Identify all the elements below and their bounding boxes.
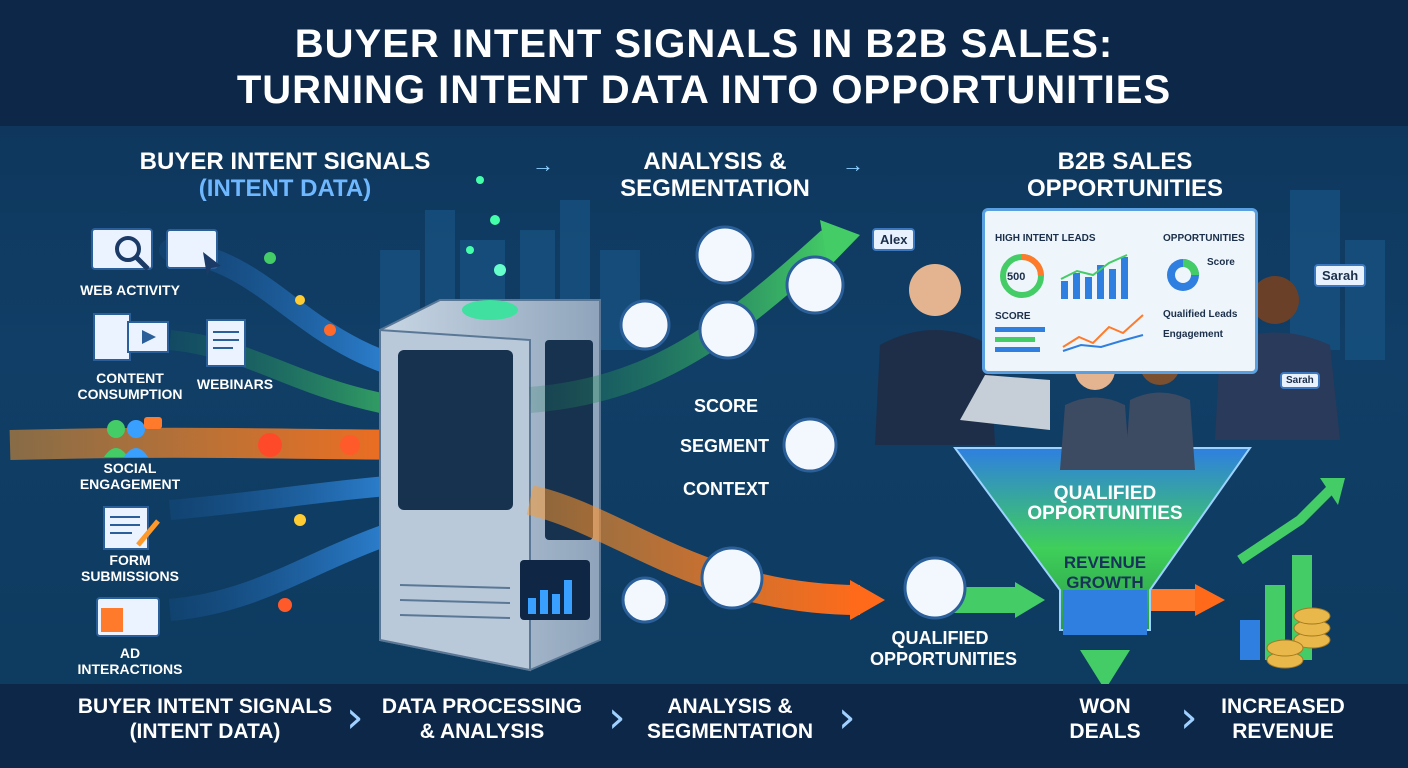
chevron-right-icon: › [1180,692,1198,743]
line-chart-icon [1062,314,1144,352]
sales-dashboard: HIGH INTENT LEADS OPPORTUNITIES 500 Scor… [982,208,1258,374]
opportunities-heading-line2: OPPORTUNITIES [1026,175,1224,202]
form-pen-icon [103,506,160,550]
source-label: CONTENT [96,370,164,386]
step-context: CONTEXT [683,479,770,499]
flow-step-line1: ANALYSIS & [667,695,793,718]
name-badge-sarah: Sarah [1280,372,1320,389]
qualified-opportunities-label: QUALIFIED OPPORTUNITIES [870,628,1018,670]
ad-megaphone-icon [96,597,160,637]
flow-step-line1: WON [1079,695,1131,718]
qualified-leads-label: Qualified Leads [1163,309,1238,320]
flow-step-analysis: ANALYSIS & SEGMENTATION [632,694,828,744]
funnel-top-line1: QUALIFIED [1053,483,1157,504]
score-bar [995,337,1035,342]
score-bar [995,327,1045,332]
funnel-mid-line2: GROWTH [1066,573,1144,592]
gauge-value: 500 [1007,271,1026,283]
signals-heading: BUYER INTENT SIGNALS (INTENT DATA) [120,148,450,202]
name-tag-sarah: Sarah [1314,264,1367,287]
analysis-heading: ANALYSIS & SEGMENTATION [600,148,830,202]
signals-heading-text: BUYER INTENT SIGNALS [139,148,431,175]
sales-funnel [953,447,1252,684]
flow-step-line2: DEALS [1069,720,1141,743]
browser-cursor-icon [166,229,221,276]
score-bar [995,347,1040,352]
flow-step-line1: BUYER INTENT SIGNALS [77,695,333,718]
source-label: CONSUMPTION [77,386,183,402]
source-label: AD [119,645,141,661]
flow-step-line2: (INTENT DATA) [129,720,281,743]
analysis-heading-line2: SEGMENTATION [620,175,810,202]
funnel-mid-line1: REVENUE [1063,553,1147,572]
source-label: WEBINARS [196,376,274,392]
page-title: BUYER INTENT SIGNALS IN B2B SALES: [294,22,1114,66]
signals-subheading: (INTENT DATA) [198,175,372,202]
qualified-line2: OPPORTUNITIES [870,649,1018,669]
pie-chart-icon [1167,259,1199,291]
flow-bar [0,684,1408,768]
chevron-right-icon: › [838,692,856,743]
analysis-heading-line1: ANALYSIS & [643,148,787,175]
name-tag-alex: Alex [872,228,916,251]
flow-step-line2: REVENUE [1232,720,1334,743]
document-video-icon [93,313,169,361]
qualified-line1: QUALIFIED [891,628,989,648]
flow-step-line2: SEGMENTATION [646,720,814,743]
people-chat-icon [104,417,162,457]
engagement-label: Engagement [1163,329,1224,340]
chevron-right-icon: › [608,692,626,743]
funnel-qualified: QUALIFIED OPPORTUNITIES [1010,484,1200,524]
page-subtitle: TURNING INTENT DATA INTO OPPORTUNITIES [236,68,1172,112]
opportunities-heading: B2B SALES OPPORTUNITIES [1010,148,1240,202]
analysis-icons [619,225,967,624]
funnel-revenue-growth: REVENUE GROWTH [1040,553,1170,593]
arrow-right-icon: → [842,152,864,177]
score-label: SCORE [995,311,1031,322]
source-label: WEB ACTIVITY [80,282,180,298]
score-right-label: Score [1207,257,1235,268]
source-label: INTERACTIONS [77,661,183,677]
source-webinars: WEBINARS [190,376,280,392]
chevron-right-icon: › [346,692,364,743]
flow-step-signals: BUYER INTENT SIGNALS (INTENT DATA) [70,694,340,744]
arrow-right-icon: → [532,152,554,177]
opportunities-heading-line1: B2B SALES [1057,148,1193,175]
source-label: SOCIAL [103,460,157,476]
bar-chart-icon [1060,254,1128,299]
growth-bars [1237,478,1345,669]
title-bar [0,0,1408,126]
flow-step-line1: DATA PROCESSING [381,695,583,718]
high-intent-leads-title: HIGH INTENT LEADS [995,233,1096,244]
flow-step-line2: & ANALYSIS [419,720,545,743]
opportunities-title: OPPORTUNITIES [1163,233,1245,244]
source-label: ENGAGEMENT [79,476,181,492]
data-server [379,299,601,672]
flow-step-won-deals: WON DEALS [1050,694,1160,744]
step-segment: SEGMENT [680,436,770,456]
source-web-activity: WEB ACTIVITY [60,282,200,298]
step-score: SCORE [694,396,759,416]
score-gauge [1000,254,1044,298]
source-label: SUBMISSIONS [80,568,179,584]
funnel-top-line2: OPPORTUNITIES [1027,503,1183,524]
flow-step-line1: INCREASED [1221,695,1345,718]
web-search-icon [91,228,153,271]
flow-step-increased-revenue: INCREASED REVENUE [1208,694,1358,744]
flow-step-processing: DATA PROCESSING & ANALYSIS [372,694,592,744]
webinar-document-icon [206,319,246,367]
source-label: FORM [109,552,151,568]
